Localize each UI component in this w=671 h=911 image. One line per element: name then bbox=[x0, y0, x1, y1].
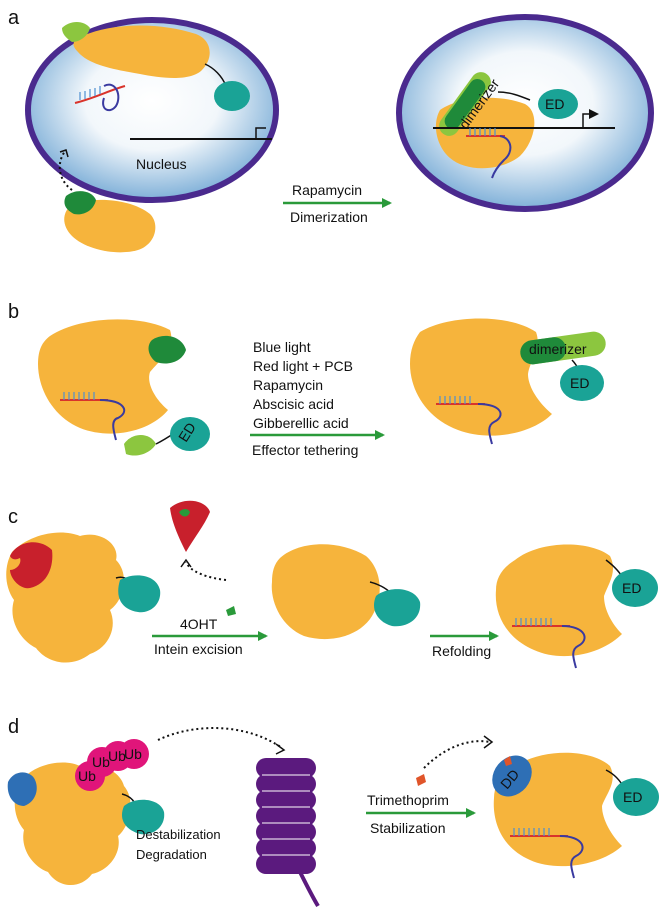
effector-label-d: ED bbox=[623, 789, 642, 805]
promoter-left bbox=[255, 127, 266, 139]
cas-protein-b-left bbox=[38, 319, 172, 434]
dimerizer-label-b: dimerizer bbox=[529, 341, 587, 357]
destabilizing-domain bbox=[492, 755, 532, 797]
dimerizer-small-light bbox=[62, 22, 90, 42]
guide-rna-right-a bbox=[466, 128, 512, 179]
arrow-c1-top-label: 4OHT bbox=[180, 616, 218, 632]
panel-c: c 4OHT Intein excision Refolding ED bbox=[6, 500, 658, 669]
effector-domain-c-middle bbox=[373, 589, 421, 627]
arrow-d-bottom-label: Stabilization bbox=[370, 820, 446, 836]
panel-a: a Nucleus Rapamycin bbox=[8, 7, 654, 253]
inducer-0: Blue light bbox=[253, 339, 311, 355]
effector-label-a: ED bbox=[545, 96, 564, 112]
guide-rna-b-left bbox=[60, 392, 126, 441]
ubiquitin-3 bbox=[119, 739, 149, 769]
inducer-1: Red light + PCB bbox=[253, 358, 353, 374]
nucleus-left bbox=[25, 17, 279, 203]
4oht-molecule bbox=[226, 606, 236, 616]
panel-c-letter: c bbox=[8, 506, 18, 528]
trimethoprim-molecule bbox=[416, 774, 426, 786]
effector-domain-b-right bbox=[560, 365, 604, 401]
effector-domain-c-right bbox=[612, 569, 658, 607]
inducer-4: Gibberellic acid bbox=[253, 415, 349, 431]
guide-rna-b-right bbox=[436, 396, 502, 445]
dimerizer-light-b bbox=[124, 435, 156, 456]
degradation-label: Degradation bbox=[136, 847, 207, 862]
binding-arrow bbox=[423, 740, 491, 769]
cas-protein-nuclear bbox=[73, 25, 210, 79]
intein bbox=[10, 542, 53, 589]
panel-d-letter: d bbox=[8, 716, 19, 738]
excision-arrow bbox=[185, 561, 227, 581]
effector-domain-right-a bbox=[538, 89, 578, 119]
arrow-b-bottom-label: Effector tethering bbox=[252, 442, 358, 458]
inducer-list: Blue light Red light + PCB Rapamycin Abs… bbox=[253, 339, 353, 431]
degron-tag bbox=[7, 772, 37, 806]
arrow-c2-bottom-label: Refolding bbox=[432, 643, 491, 659]
proteasome bbox=[256, 758, 320, 908]
effector-domain-b-left bbox=[170, 417, 210, 451]
ubiquitin-chain: Ub Ub Ub Ub bbox=[75, 739, 149, 791]
effector-domain-d-right bbox=[613, 778, 659, 816]
cas-protein-cytoplasm bbox=[64, 199, 156, 253]
cas-protein-d-left bbox=[14, 762, 131, 886]
cas-protein-c-middle bbox=[271, 544, 380, 640]
ub-label-3: Ub bbox=[124, 746, 142, 762]
arrow-c1-bottom-label: Intein excision bbox=[154, 641, 243, 657]
excised-intein bbox=[170, 500, 210, 552]
effector-label-c: ED bbox=[622, 580, 641, 596]
cas-protein-b-right bbox=[410, 318, 552, 436]
arrow-a-top-label: Rapamycin bbox=[292, 182, 362, 198]
panel-d: d Ub Ub Ub Ub bbox=[7, 716, 659, 908]
effector-label-b-right: ED bbox=[570, 375, 589, 391]
guide-rna-c-right bbox=[512, 618, 586, 669]
panel-a-letter: a bbox=[8, 7, 20, 29]
import-arrow-a bbox=[58, 149, 73, 191]
inducer-3: Abscisic acid bbox=[253, 396, 334, 412]
guide-rna-d-right bbox=[510, 828, 584, 879]
cas-protein-c-right bbox=[495, 544, 622, 657]
panel-b-letter: b bbox=[8, 301, 19, 323]
ub-label-0: Ub bbox=[78, 768, 96, 784]
destabilization-label: Destabilization bbox=[136, 827, 221, 842]
effector-domain-left bbox=[214, 81, 250, 111]
arrow-a-bottom-label: Dimerization bbox=[290, 209, 368, 225]
promoter-right bbox=[582, 109, 599, 128]
inducer-2: Rapamycin bbox=[253, 377, 323, 393]
effector-domain-d-left bbox=[121, 799, 165, 835]
nucleus-label: Nucleus bbox=[136, 156, 187, 172]
arrow-d-top-label: Trimethoprim bbox=[367, 792, 449, 808]
effector-domain-c-left bbox=[118, 575, 161, 613]
guide-rna-left bbox=[74, 83, 126, 112]
4oht-in-intein bbox=[179, 509, 190, 517]
ub-label-1: Ub bbox=[92, 754, 110, 770]
degradation-arrow bbox=[157, 727, 283, 749]
dimerizer-dark-b bbox=[148, 335, 186, 364]
ub-label-2: Ub bbox=[108, 748, 126, 764]
panel-b: b ED Blue light Red light + PCB Rapamyci… bbox=[8, 301, 606, 458]
dimerizer-dark-cytoplasm bbox=[64, 191, 96, 215]
